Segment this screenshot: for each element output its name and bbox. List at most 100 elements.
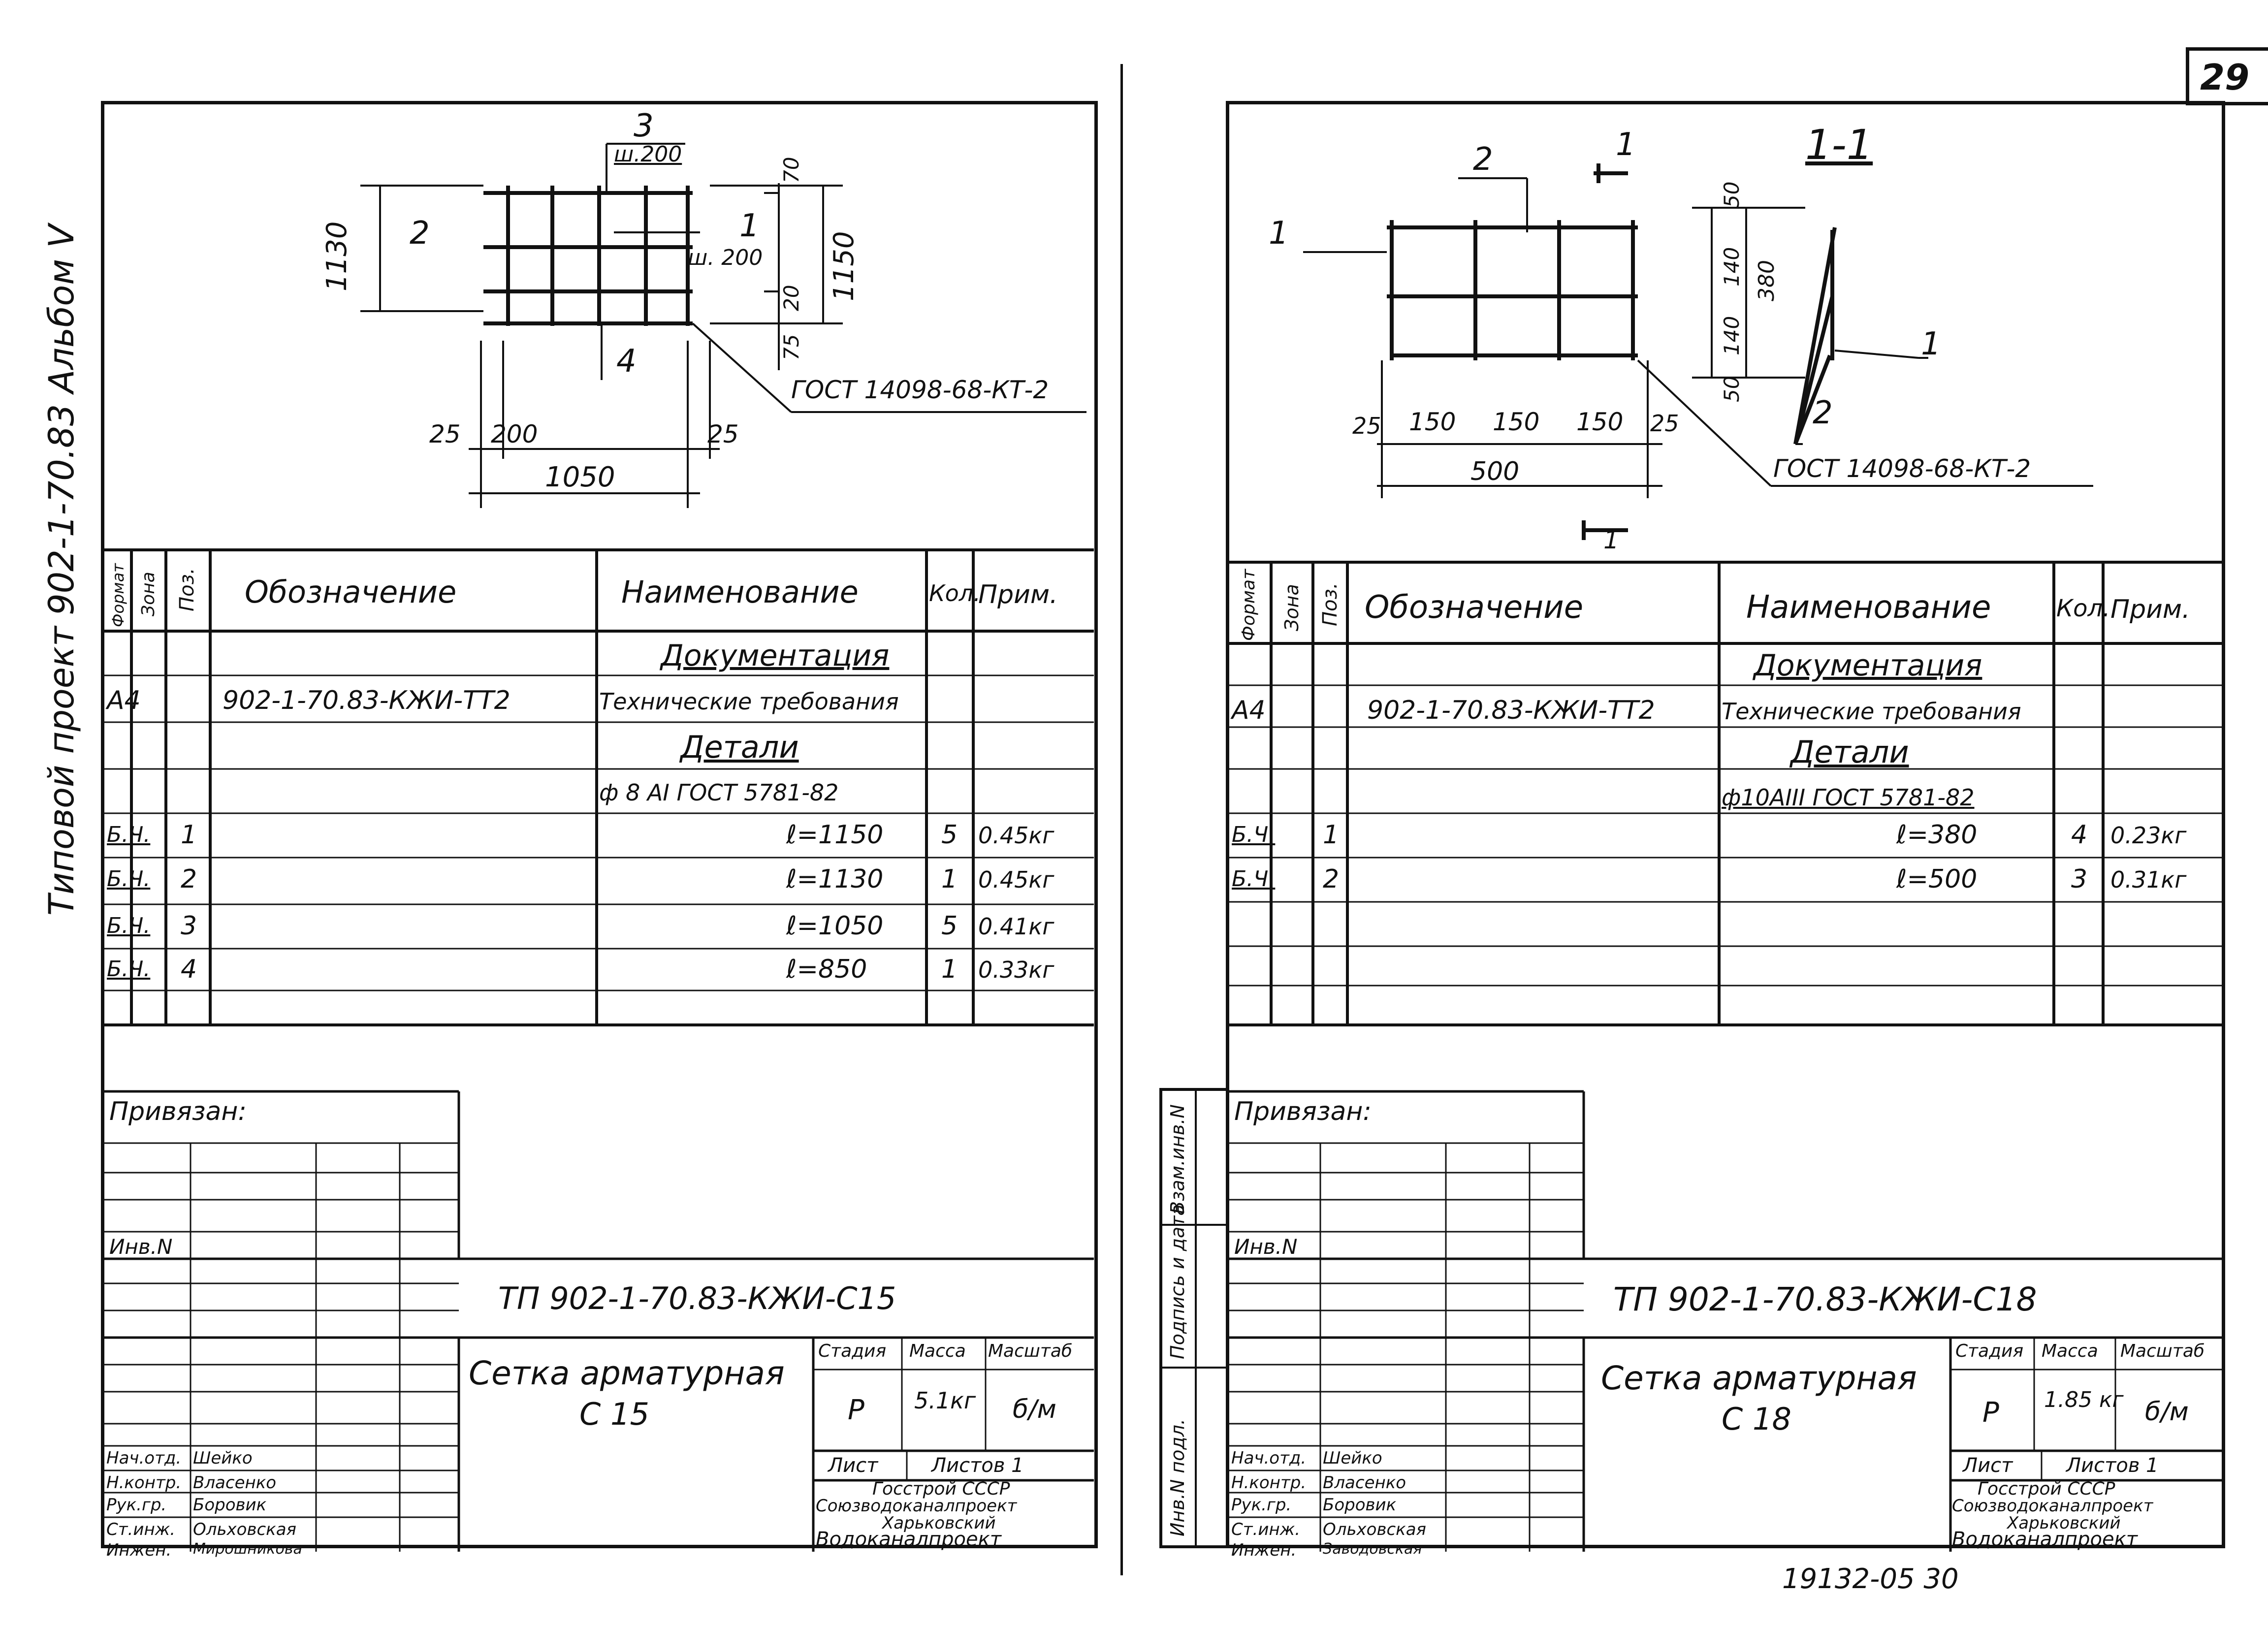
left-sheet-h: Лист	[828, 1454, 878, 1477]
page-number: 29	[2200, 57, 2250, 98]
right-section-mark: 1	[1616, 127, 1636, 163]
right-dim-25b: 25	[1650, 410, 1679, 437]
left-hdr-name: Наименование	[621, 574, 859, 610]
right-scale-h: Масштаб	[2120, 1341, 2205, 1361]
right-hdr-note: Прим.	[2110, 595, 2190, 624]
left-mesh-drawing	[360, 143, 1086, 508]
right-hdr-qty: Кол.	[2056, 595, 2110, 622]
right-material: ф10АIII ГОСТ 5781-82	[1722, 784, 1975, 811]
right-org4: Водоканалпроект	[1952, 1528, 2138, 1551]
right-section-doc: Документация	[1754, 648, 1982, 683]
right-org1: Госстрой СССР	[1978, 1479, 2115, 1499]
left-org4: Водоканалпроект	[816, 1528, 1002, 1551]
right-pos2: 2	[1473, 141, 1493, 178]
left-hdr-designation: Обозначение	[245, 574, 457, 610]
left-org3: Харьковский	[882, 1513, 996, 1533]
left-gost: ГОСТ 14098-68-КТ-2	[791, 376, 1049, 404]
right-title2: С 18	[1722, 1401, 1791, 1437]
table-row: Б.Ч. 4 ℓ=850 1 0.33кг	[107, 955, 1054, 984]
left-spec-grid	[104, 548, 1094, 1026]
table-row: Б.Ч. 2 ℓ=1130 1 0.45кг	[107, 864, 1054, 894]
right-privyazan: Привязан:	[1234, 1097, 1372, 1126]
right-scale: б/м	[2145, 1397, 2189, 1427]
left-titleblock-grid	[104, 1090, 1094, 1552]
right-gost: ГОСТ 14098-68-КТ-2	[1773, 454, 2031, 483]
right-sec-pos2: 2	[1813, 395, 1833, 431]
right-doc-format: А4	[1232, 696, 1266, 725]
right-spec-grid	[1229, 561, 2224, 1026]
table-row: Б.Ч. 2 ℓ=500 3 0.31кг	[1232, 864, 2187, 894]
left-privyazan: Привязан:	[109, 1097, 247, 1126]
right-section-mark-b: 1	[1603, 526, 1619, 554]
right-org2: Союзводоканалпроект	[1952, 1496, 2153, 1516]
left-stage: Р	[848, 1394, 864, 1426]
right-mesh-drawing	[1303, 163, 2093, 540]
right-dim-150a: 150	[1409, 408, 1456, 436]
left-title1: Сетка арматурная	[469, 1354, 785, 1392]
right-section-title: 1-1	[1805, 121, 1873, 169]
right-doc-name: Технические требования	[1722, 698, 2021, 725]
right-pos1: 1	[1269, 215, 1289, 252]
right-org3: Харьковский	[2007, 1513, 2121, 1533]
right-stage: Р	[1982, 1397, 1999, 1429]
left-inv: Инв.N	[109, 1235, 173, 1259]
left-pos3: 3	[634, 108, 654, 144]
right-sec-pos1: 1	[1921, 326, 1941, 362]
right-titleblock-grid	[1229, 1090, 2224, 1552]
side-label-replace: Взам.инв.N	[1167, 1104, 1188, 1214]
left-hdr-note: Прим.	[978, 580, 1058, 609]
left-mass-h: Масса	[909, 1341, 966, 1361]
right-code: ТП 902-1-70.83-КЖИ-С18	[1613, 1280, 2037, 1318]
page-number-box: 29	[2186, 47, 2268, 105]
table-row: Б.Ч. 1 ℓ=380 4 0.23кг	[1232, 820, 2187, 850]
left-material: ф 8 AI ГОСТ 5781-82	[599, 779, 839, 806]
right-side-stamp: Взам.инв.N Подпись и дата Инв.N подл.	[1159, 1088, 1226, 1548]
left-pos3-note: ш.200	[614, 142, 682, 167]
right-inv: Инв.N	[1234, 1235, 1298, 1259]
left-scale-h: Масштаб	[988, 1341, 1073, 1361]
right-hdr-designation: Обозначение	[1365, 589, 1584, 626]
center-fold-line	[1120, 64, 1123, 1575]
right-dim-150b: 150	[1493, 408, 1540, 436]
right-stage-h: Стадия	[1955, 1341, 2024, 1361]
left-section-parts: Детали	[680, 729, 799, 765]
right-title1: Сетка арматурная	[1601, 1359, 1917, 1397]
right-sheet-h: Лист	[1963, 1454, 2013, 1477]
left-code: ТП 902-1-70.83-КЖИ-С15	[498, 1280, 896, 1316]
left-stage-h: Стадия	[818, 1341, 887, 1361]
left-scale: б/м	[1013, 1395, 1056, 1424]
right-sheet: 2 1 1 1-1 50 140 140 50 380 25 150 150 1…	[1226, 101, 2225, 1559]
side-label-signature: Подпись и дата	[1167, 1204, 1188, 1359]
left-org1: Госстрой СССР	[872, 1479, 1010, 1499]
table-row: Б.Ч. 3 ℓ=1050 5 0.41кг	[107, 911, 1054, 941]
left-title2: С 15	[579, 1396, 649, 1432]
left-section-doc: Документация	[661, 638, 890, 673]
left-pos1: 1	[739, 208, 760, 244]
left-dim-200: 200	[491, 420, 538, 448]
right-sheets-h: Листов 1	[2066, 1454, 2159, 1477]
left-pos2: 2	[410, 215, 430, 252]
left-pos1-note: ш. 200	[688, 245, 763, 270]
right-doc-designation: 902-1-70.83-КЖИ-ТТ2	[1367, 696, 1655, 725]
right-mass-h: Масса	[2042, 1341, 2098, 1361]
left-doc-name: Технические требования	[599, 688, 899, 715]
left-sheet: 3 ш.200 2 1 ш. 200 4 1130 1150 70 20 75 …	[101, 101, 1098, 1559]
left-dim-1050: 1050	[545, 461, 615, 493]
right-dim-150c: 150	[1576, 408, 1624, 436]
left-dim-25a: 25	[429, 420, 461, 448]
left-doc-designation: 902-1-70.83-КЖИ-ТТ2	[223, 686, 511, 715]
left-hdr-qty: Кол.	[929, 580, 981, 607]
right-dim-25a: 25	[1352, 413, 1381, 439]
left-sheets-h: Листов 1	[931, 1454, 1024, 1477]
side-label-inv-orig: Инв.N подл.	[1167, 1419, 1188, 1536]
right-section-parts: Детали	[1790, 734, 1909, 770]
left-dim-25b: 25	[707, 420, 739, 448]
left-mass: 5.1кг	[914, 1387, 976, 1414]
left-pos4: 4	[616, 343, 637, 380]
table-row: Б.Ч. 1 ℓ=1150 5 0.45кг	[107, 820, 1054, 850]
left-doc-format: А4	[107, 686, 141, 715]
left-org2: Союзводоканалпроект	[816, 1496, 1017, 1516]
right-hdr-name: Наименование	[1746, 589, 1991, 626]
bottom-code: 19132-05 30	[1782, 1563, 1959, 1595]
right-dim-500: 500	[1470, 457, 1520, 486]
